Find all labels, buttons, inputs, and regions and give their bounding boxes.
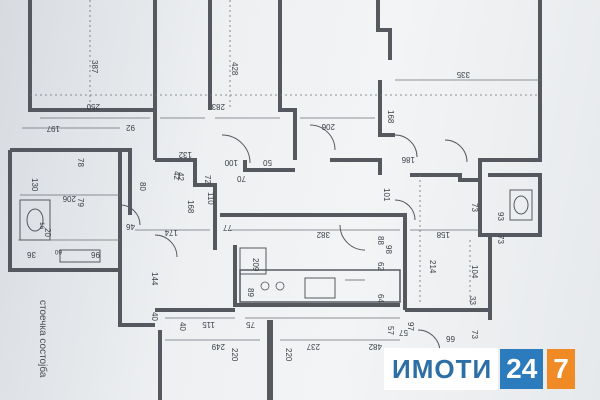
dimension-lines [18, 0, 540, 341]
dimension-label: 88 [376, 236, 385, 245]
dimension-label: 20 [43, 228, 52, 237]
dimension-label: 100 [224, 158, 238, 167]
dimension-label: 57 [386, 326, 395, 335]
dimension-label: 130 [30, 178, 39, 192]
dimension-labels: 387 428 335 197 250 283 206 92 168 132 1… [27, 60, 505, 362]
dimension-label: 220 [230, 348, 239, 362]
dimension-label: 73 [496, 235, 505, 244]
dimension-label: 158 [436, 230, 450, 239]
dimension-label: 75 [246, 320, 255, 329]
walls [8, 0, 542, 400]
dimension-label: 249 [211, 342, 225, 351]
dimension-label: 66 [446, 334, 455, 343]
dimension-label: 73 [470, 203, 479, 212]
dimension-label: 93 [496, 212, 505, 221]
brand-number-7: 7 [547, 349, 575, 389]
dimension-label: 382 [316, 230, 330, 239]
dimension-label: 110 [206, 192, 215, 205]
dimension-label: 250 [86, 102, 100, 111]
dimension-label: 186 [401, 155, 415, 164]
dimension-label: 64 [376, 294, 385, 303]
dimension-label: 144 [150, 272, 159, 286]
dimension-label: 50 [263, 158, 272, 167]
dimension-label: 482 [368, 342, 382, 351]
dimension-label: 209 [251, 258, 260, 272]
dimension-label: 283 [211, 102, 225, 111]
dimension-label: 40 [178, 322, 187, 331]
dimension-label: 97 [406, 322, 415, 331]
dimension-label: 40 [150, 312, 159, 321]
brand-name: ИМОТИ [384, 348, 499, 390]
dimension-label: 80 [138, 182, 147, 191]
doors [119, 124, 468, 353]
dimension-label: 79 [76, 198, 85, 207]
dimension-label: 197 [46, 124, 60, 133]
dimension-label: 206 [321, 122, 335, 131]
dimension-label: 92 [126, 123, 135, 132]
kitchen-counter [239, 269, 401, 303]
dimension-label: 115 [202, 320, 215, 329]
dimension-label: 101 [382, 188, 391, 202]
dimension-label: 132 [178, 150, 192, 159]
dimension-label: 36 [27, 250, 36, 259]
dimension-label: 78 [76, 158, 85, 167]
dimension-label: 72 [203, 175, 212, 184]
dimension-label: 220 [284, 348, 293, 362]
dimension-label: 73 [470, 330, 479, 339]
dimension-label: 168 [186, 200, 195, 214]
dimension-label: 60 [54, 248, 62, 255]
dimension-label: 16 [38, 222, 45, 230]
dimension-label: 387 [90, 60, 99, 74]
dimension-label: 42 [172, 171, 181, 180]
dimension-label: 62 [376, 262, 385, 271]
dimension-label: 96 [91, 250, 100, 259]
dimension-label: 42 [176, 172, 185, 181]
dimension-label: 206 [62, 194, 76, 203]
dimension-label: 77 [223, 223, 232, 232]
side-label: стоечка состојба [37, 300, 49, 378]
dimension-label: 57 [399, 328, 408, 337]
dimension-label: 335 [456, 70, 470, 79]
dimension-label: 89 [246, 288, 255, 297]
bathroom-fixtures [19, 189, 533, 275]
dimension-label: 33 [468, 296, 477, 305]
dimension-label: 174 [164, 228, 178, 237]
brand-logo: ИМОТИ 24 7 [384, 343, 588, 395]
dimension-label: 168 [386, 110, 395, 124]
dimension-label: 70 [237, 174, 246, 183]
dimension-label: 98 [384, 245, 393, 254]
dimension-label: 46 [126, 222, 135, 231]
dimension-label: 237 [306, 342, 320, 351]
dimension-label: 214 [428, 260, 437, 274]
dimension-label: 428 [230, 62, 239, 76]
brand-number-24: 24 [500, 349, 544, 389]
dimension-label: 104 [470, 265, 479, 279]
